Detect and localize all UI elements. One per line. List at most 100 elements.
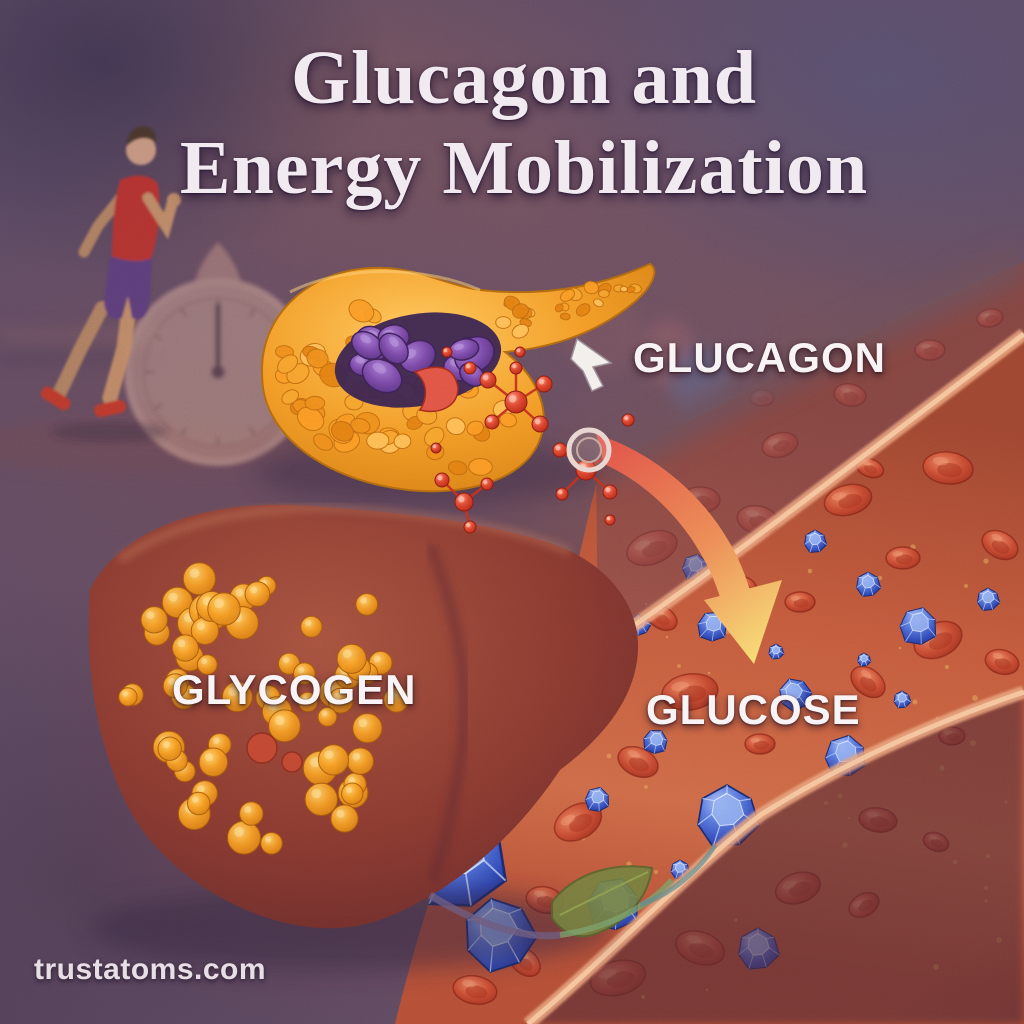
plasma-speckle — [677, 664, 681, 668]
granule-highlight — [373, 655, 381, 663]
glucagon-atom — [514, 346, 526, 358]
granule-highlight — [352, 752, 361, 761]
cell-highlight — [790, 595, 800, 601]
glycogen-granule — [355, 593, 379, 616]
glucagon-atom — [479, 371, 497, 389]
atom-highlight — [466, 364, 471, 369]
pancreas-lobule — [559, 312, 571, 321]
plasma-speckle — [707, 671, 711, 675]
runner-shadow — [52, 422, 168, 442]
atom-highlight — [605, 487, 611, 493]
glycogen-granule — [304, 782, 338, 816]
glycogen-granule — [317, 744, 350, 776]
granule-highlight — [197, 785, 205, 793]
granule-highlight — [311, 788, 322, 799]
atom-highlight — [458, 496, 465, 503]
atom-highlight — [483, 480, 488, 485]
glucagon-atom — [434, 472, 450, 488]
pancreas-lobule — [468, 457, 493, 476]
atom-highlight — [516, 348, 521, 353]
granule-highlight — [265, 836, 272, 843]
glycogen-granule — [118, 687, 138, 707]
glycogen-granule — [346, 747, 374, 775]
runner-rear-leg — [53, 301, 109, 399]
glucagon-atom — [463, 361, 477, 375]
granule-highlight — [235, 588, 244, 597]
atom-highlight — [487, 417, 493, 423]
plasma-speckle — [644, 785, 648, 789]
plasma-speckle — [963, 583, 969, 589]
granule-highlight — [305, 619, 312, 627]
glycogen-granule — [186, 791, 211, 816]
pancreas-lobule — [619, 285, 629, 293]
label-glycogen: GLYCOGEN — [172, 666, 417, 713]
glycogen-granule — [268, 709, 301, 743]
atom-highlight — [508, 394, 517, 403]
granule-highlight — [146, 611, 155, 620]
granule-highlight — [212, 737, 220, 745]
granule-highlight — [214, 598, 225, 609]
granule-highlight — [324, 750, 334, 760]
plasma-speckle — [807, 568, 813, 574]
atom-highlight — [482, 374, 489, 381]
atom-highlight — [606, 516, 611, 521]
glycogen-granule — [207, 592, 241, 626]
red-blood-cell — [744, 733, 776, 755]
glycogen-granule — [171, 634, 199, 662]
plasma-speckle — [653, 869, 659, 875]
granule-highlight — [358, 718, 368, 728]
glucagon-atom — [454, 492, 474, 512]
glycogen-granule — [198, 747, 229, 777]
plasma-speckle — [972, 695, 978, 701]
label-glucose: GLUCOSE — [646, 686, 861, 733]
granule-highlight — [162, 741, 170, 749]
glycogen-granule — [352, 713, 383, 744]
glycogen-granule — [227, 820, 261, 855]
atom-highlight — [534, 418, 541, 425]
glycogen-granule — [330, 804, 359, 833]
atom-highlight — [437, 475, 443, 481]
glycogen-granule — [341, 782, 364, 805]
plasma-speckle — [898, 646, 902, 650]
glycogen-granule — [260, 832, 283, 855]
red-blood-cell — [885, 546, 921, 570]
glucagon-atom — [604, 514, 616, 526]
granule-highlight — [122, 690, 128, 697]
atom-highlight — [512, 364, 517, 369]
glycogen-granule — [239, 801, 264, 826]
pancreas-lobule — [495, 316, 512, 329]
granule-highlight — [177, 639, 186, 648]
granule-highlight — [345, 786, 353, 794]
glycogen-granule — [140, 606, 169, 634]
granule-highlight — [189, 568, 200, 578]
plasma-speckle — [983, 558, 989, 564]
title-line-1: Glucagon and — [290, 36, 758, 120]
granule-highlight — [168, 592, 178, 602]
glucagon-atom — [509, 361, 523, 375]
crystal-facet-line — [770, 646, 773, 649]
granule-highlight — [204, 753, 214, 762]
atom-highlight — [432, 444, 437, 449]
granule-highlight — [234, 826, 245, 837]
granule-highlight — [282, 656, 290, 664]
atom-highlight — [466, 523, 471, 528]
pancreas-lobule — [598, 289, 610, 299]
plasma-speckle — [665, 635, 669, 639]
title-line-2: Energy Mobilization — [179, 125, 869, 210]
granule-highlight — [275, 715, 285, 726]
granule-highlight — [360, 597, 367, 604]
glucagon-atom — [463, 520, 477, 534]
granule-highlight — [244, 806, 252, 813]
glucagon-atom — [531, 415, 549, 433]
glucagon-atom — [621, 413, 635, 427]
label-glucagon: GLUCAGON — [633, 334, 886, 381]
glucagon-atom — [480, 477, 494, 491]
atom-highlight — [443, 348, 448, 353]
glucagon-atom — [430, 442, 442, 454]
receptor-ring — [566, 427, 612, 473]
plasma-speckle — [606, 753, 612, 759]
granule-highlight — [191, 796, 199, 803]
granule-highlight — [196, 621, 205, 631]
atom-highlight — [538, 378, 545, 385]
red-blood-cell — [784, 591, 816, 613]
